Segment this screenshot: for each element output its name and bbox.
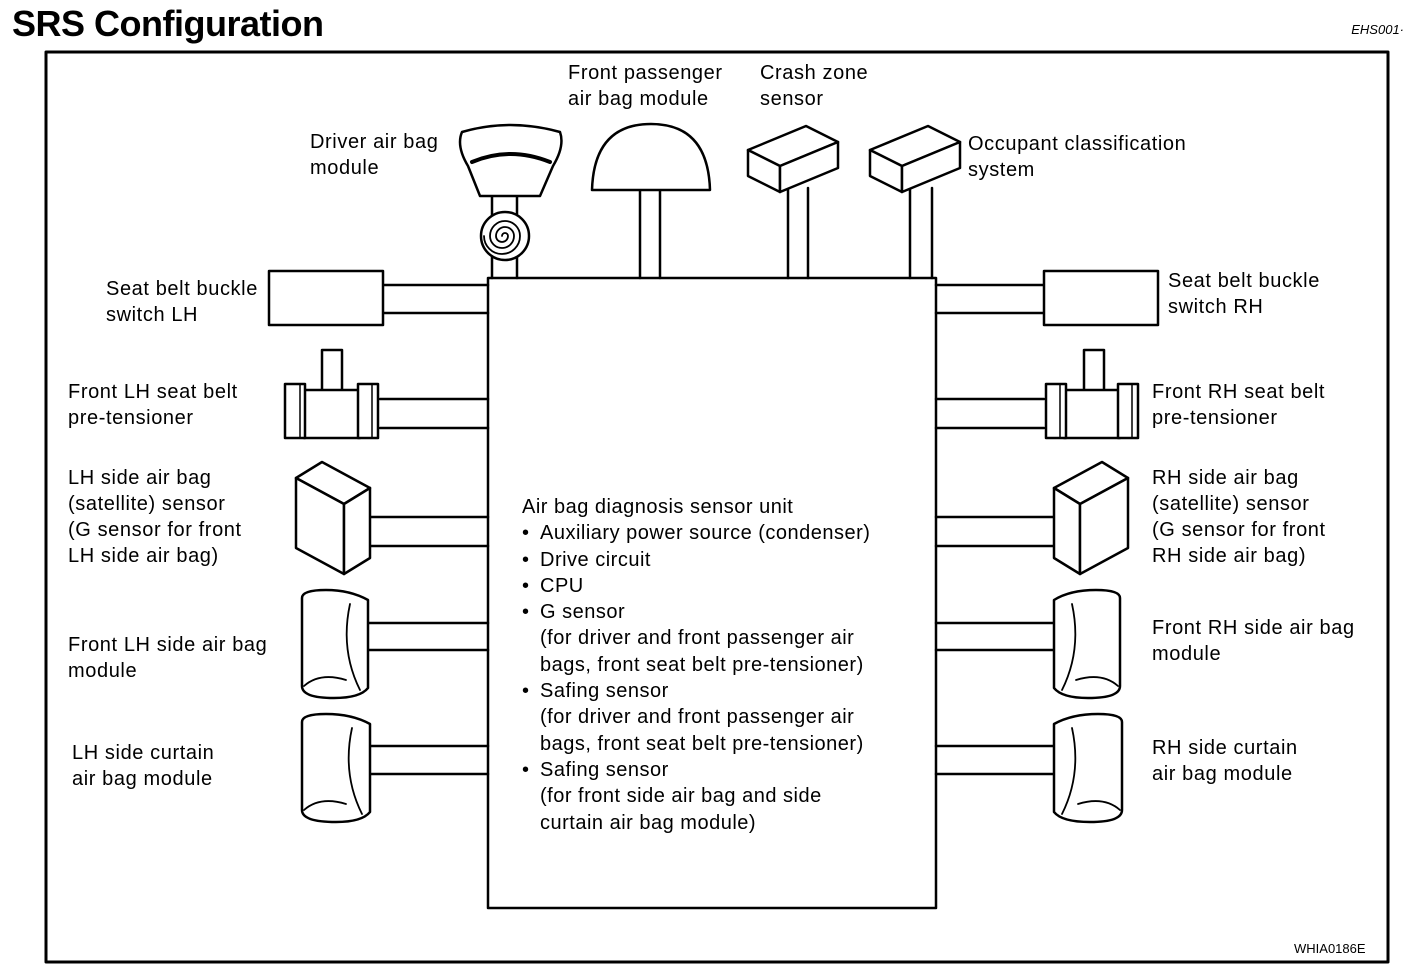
right-wiring: [934, 283, 1056, 776]
passenger-airbag-icon: [590, 122, 712, 192]
label-buckle-switch-rh: Seat belt buckle switch RH: [1168, 270, 1320, 318]
label-curtain-lh: LH side curtain air bag module: [72, 742, 215, 790]
sensor-unit-title: Air bag diagnosis sensor unit: [522, 496, 794, 518]
sensor-unit-item: G sensor(for driver and front passenger …: [522, 599, 870, 678]
diagram-frame: [44, 50, 1390, 964]
label-curtain-rh: RH side curtain air bag module: [1152, 737, 1298, 785]
crash-zone-sensor-icon: [746, 124, 840, 194]
sensor-unit-item: Safing sensor(for front side air bag and…: [522, 757, 870, 836]
sensor-unit-item: Drive circuit: [522, 547, 870, 574]
label-occupant-classification: Occupant classification system: [968, 133, 1187, 181]
side-airbag-rh-icon: [1052, 588, 1122, 700]
curtain-airbag-rh-icon: [1052, 712, 1124, 824]
buckle-switch-lh-icon: [267, 269, 385, 327]
label-driver-airbag: Driver air bag module: [310, 131, 439, 179]
pretensioner-rh-icon: [1044, 348, 1140, 440]
label-side-airbag-lh: Front LH side air bag module: [68, 634, 268, 682]
label-passenger-airbag: Front passenger air bag module: [568, 62, 723, 110]
label-side-sensor-rh: RH side air bag (satellite) sensor (G se…: [1152, 467, 1326, 567]
label-buckle-switch-lh: Seat belt buckle switch LH: [106, 278, 258, 326]
label-side-sensor-lh: LH side air bag (satellite) sensor (G se…: [68, 467, 242, 567]
sensor-unit-item: Auxiliary power source (condenser): [522, 520, 870, 547]
pretensioner-lh-icon: [283, 348, 380, 440]
buckle-switch-rh-icon: [1042, 269, 1160, 327]
side-airbag-lh-icon: [300, 588, 370, 700]
top-wiring: [490, 186, 934, 280]
side-sensor-rh-icon: [1052, 460, 1130, 576]
sensor-unit-item: Safing sensor(for driver and front passe…: [522, 678, 870, 757]
label-side-airbag-rh: Front RH side air bag module: [1152, 617, 1355, 665]
side-sensor-lh-icon: [294, 460, 372, 576]
curtain-airbag-lh-icon: [300, 712, 372, 824]
figure-code: WHIA0186E: [1294, 941, 1366, 956]
page-title: SRS Configuration: [12, 3, 324, 44]
sensor-unit-list: Auxiliary power source (condenser) Drive…: [522, 520, 870, 836]
label-pretensioner-lh: Front LH seat belt pre-tensioner: [68, 381, 238, 429]
driver-airbag-icon: [458, 123, 563, 262]
label-pretensioner-rh: Front RH seat belt pre-tensioner: [1152, 381, 1326, 429]
sensor-unit-description: Air bag diagnosis sensor unit Auxiliary …: [522, 494, 870, 836]
left-wiring: [366, 283, 490, 776]
reference-code: EHS001·: [1351, 22, 1404, 37]
sensor-unit-item: CPU: [522, 573, 870, 600]
label-crash-zone-sensor: Crash zone sensor: [760, 62, 869, 110]
occupant-classification-icon: [868, 124, 962, 194]
